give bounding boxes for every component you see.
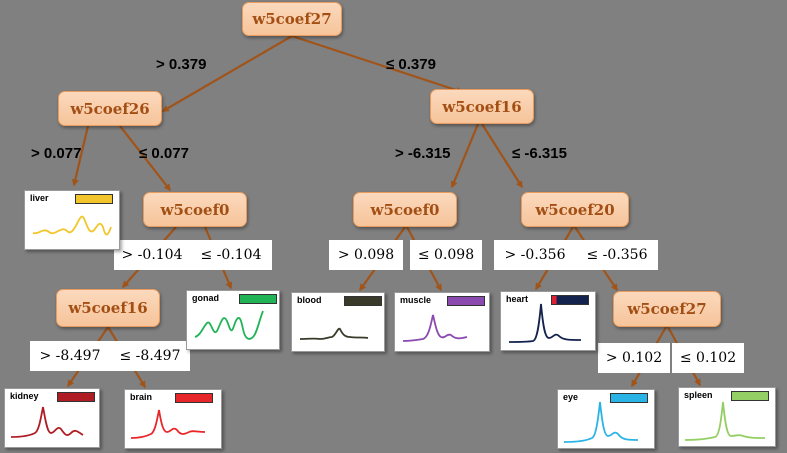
node-w5coef26: w5coef26 [58, 91, 162, 126]
leaf-kidney-curve [10, 406, 84, 438]
node-w5coef27-root: w5coef27 [242, 2, 342, 36]
leaf-muscle-label: muscle [400, 295, 432, 305]
leaf-brain-label: brain [130, 392, 153, 402]
edge-w5coef16-to-w5coef0 [450, 123, 480, 189]
leaf-heart-swatch [551, 295, 589, 305]
leaf-liver-curve [32, 215, 112, 236]
leaf-muscle: muscle [394, 292, 490, 352]
condition-gt-0.098: > 0.098 [329, 240, 403, 270]
node-w5coef16-left: w5coef16 [56, 289, 160, 327]
leaf-gonad-swatch [239, 294, 277, 304]
leaf-brain-curve [130, 409, 206, 439]
leaf-liver-swatch [75, 194, 113, 204]
edge-w5coef26-to-w5coef0 [119, 125, 171, 192]
leaf-kidney-swatch [57, 392, 95, 402]
leaf-spleen-swatch [731, 391, 769, 401]
leaf-spleen-curve [684, 401, 766, 441]
leaf-blood-label: blood [297, 295, 322, 305]
leaf-blood-swatch [344, 296, 382, 306]
leaf-eye-label: eye [563, 392, 579, 402]
leaf-liver: liver [24, 190, 120, 250]
leaf-heart-curve [508, 303, 582, 343]
condition-gt-neg0.104: > -0.104 [114, 240, 190, 270]
leaf-liver-label: liver [30, 193, 49, 203]
node-w5coef16-right: w5coef16 [430, 89, 534, 124]
leaf-eye-curve [563, 401, 639, 443]
edge-root-to-w5coef16 [291, 34, 464, 94]
leaf-blood: blood [291, 292, 385, 352]
condition-le-0.379: ≤ 0.379 [386, 56, 436, 73]
condition-le-0.098: ≤ 0.098 [410, 240, 482, 270]
node-w5coef20: w5coef20 [521, 192, 629, 227]
condition-le-0.077: ≤ 0.077 [139, 145, 189, 162]
condition-gt-neg8.497: > -8.497 [30, 341, 110, 371]
leaf-gonad-curve [194, 310, 264, 340]
condition-le-neg8.497: ≤ -8.497 [110, 341, 190, 371]
leaf-kidney: kidney [4, 388, 100, 448]
leaf-spleen-label: spleen [684, 390, 713, 400]
leaf-heart-label: heart [506, 294, 529, 304]
leaf-gonad-label: gonad [192, 293, 219, 303]
condition-gt-neg0.356: > -0.356 [494, 240, 576, 270]
leaf-heart: heart [500, 291, 596, 351]
condition-gt-0.379: > 0.379 [156, 56, 207, 73]
condition-le-0.102: ≤ 0.102 [672, 343, 744, 373]
leaf-eye-swatch [610, 393, 648, 403]
condition-gt-0.102: > 0.102 [598, 343, 670, 373]
edge-w5coef26-to-liver [71, 125, 90, 187]
condition-le-neg0.104: ≤ -0.104 [190, 240, 272, 270]
condition-le-neg0.356: ≤ -0.356 [576, 240, 658, 270]
leaf-kidney-label: kidney [10, 391, 39, 401]
leaf-brain: brain [124, 389, 222, 449]
edge-root-to-w5coef26 [161, 35, 293, 112]
leaf-blood-curve [299, 327, 369, 340]
leaf-muscle-curve [402, 314, 468, 342]
condition-gt-0.077: > 0.077 [31, 145, 82, 162]
leaf-spleen: spleen [678, 387, 776, 447]
leaf-gonad: gonad [186, 290, 280, 350]
leaf-eye: eye [557, 389, 655, 449]
condition-gt-neg6.315: > -6.315 [395, 145, 451, 162]
leaf-brain-swatch [175, 393, 213, 403]
node-w5coef0-left: w5coef0 [143, 192, 247, 227]
condition-le-neg6.315: ≤ -6.315 [512, 145, 567, 162]
node-w5coef0-right: w5coef0 [353, 192, 457, 227]
leaf-muscle-swatch [447, 296, 485, 306]
edge-w5coef16-to-w5coef20 [481, 123, 523, 189]
node-w5coef27-lower: w5coef27 [613, 291, 721, 327]
